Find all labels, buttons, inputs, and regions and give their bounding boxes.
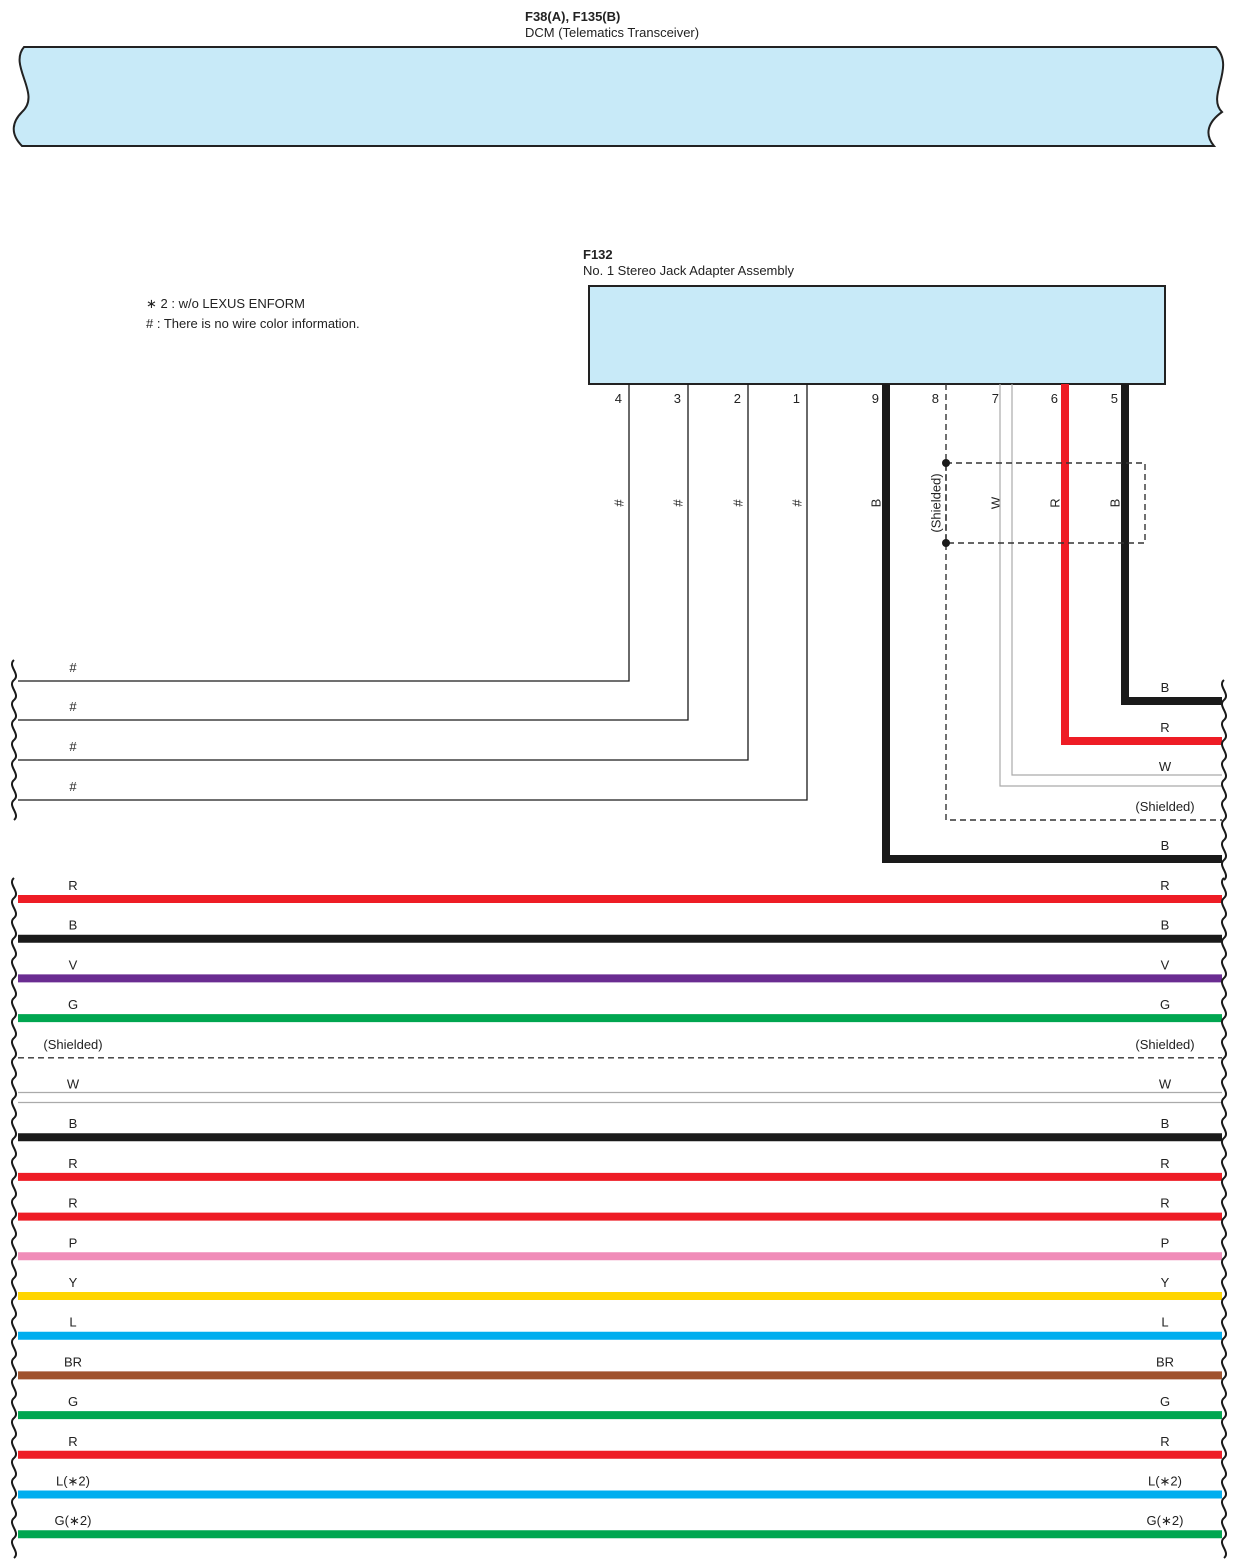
wire-line bbox=[18, 384, 689, 721]
wire-label: Y bbox=[1161, 1275, 1170, 1290]
wire-label: (Shielded) bbox=[43, 1037, 102, 1052]
wire-line bbox=[1061, 384, 1222, 745]
pin-wire-label: R bbox=[1048, 498, 1063, 507]
wire-label: G bbox=[68, 1394, 78, 1409]
wire-label: L bbox=[69, 1315, 76, 1330]
wire-label: R bbox=[1160, 1434, 1169, 1449]
wire-line bbox=[1121, 384, 1222, 705]
pin-group: 4 #3 #2 #1 #9B 8 (Shielded) 7W 6R 5B bbox=[612, 391, 1123, 533]
pin-number: 9 bbox=[872, 391, 879, 406]
wire-label: R bbox=[1160, 720, 1169, 735]
pin-number: 6 bbox=[1051, 391, 1058, 406]
wire-label: R bbox=[1160, 1156, 1169, 1171]
wire-label: W bbox=[67, 1077, 80, 1092]
wire-line bbox=[18, 384, 630, 682]
shield-line bbox=[945, 384, 1222, 821]
wire-line bbox=[882, 384, 1222, 863]
wire-label: B bbox=[1161, 1116, 1170, 1131]
shield-junction-dot bbox=[942, 459, 950, 467]
wire-label: (Shielded) bbox=[1135, 1037, 1194, 1052]
legend-note-hash: # : There is no wire color information. bbox=[146, 316, 360, 331]
wire-label: G bbox=[1160, 997, 1170, 1012]
f132-connector-body bbox=[588, 285, 1166, 385]
pin-number: 3 bbox=[674, 391, 681, 406]
pin-wire-label: B bbox=[1108, 499, 1123, 508]
wire-label: BR bbox=[64, 1354, 82, 1369]
break-mark bbox=[1221, 877, 1227, 1559]
pin-number: 2 bbox=[734, 391, 741, 406]
pin-number: 4 bbox=[615, 391, 622, 406]
wire-label: L(∗2) bbox=[1148, 1474, 1182, 1489]
f132-connector-code: F132 bbox=[583, 247, 613, 262]
wire-label: W bbox=[1159, 1077, 1172, 1092]
shield-label: (Shielded) bbox=[929, 473, 944, 532]
break-mark bbox=[11, 877, 17, 1559]
break-mark bbox=[11, 659, 17, 821]
wire-label: B bbox=[1161, 680, 1170, 695]
wire-label: V bbox=[1161, 957, 1170, 972]
wire-line bbox=[18, 384, 749, 761]
pin-number: 7 bbox=[992, 391, 999, 406]
shield-junction-dot bbox=[942, 539, 950, 547]
wire-label: # bbox=[69, 779, 77, 794]
wire-line bbox=[999, 384, 1222, 787]
wire-label: R bbox=[68, 1196, 77, 1211]
wire-label: L bbox=[1161, 1315, 1168, 1330]
wire-label: G(∗2) bbox=[55, 1513, 92, 1528]
wire-label: B bbox=[69, 918, 78, 933]
pin-wire-label: # bbox=[790, 499, 805, 507]
right-wire-group: B R W (Shielded) B bbox=[882, 384, 1222, 863]
wire-label: B bbox=[1161, 918, 1170, 933]
wire-label: R bbox=[68, 1434, 77, 1449]
legend-note-star2: ∗ 2 : w/o LEXUS ENFORM bbox=[146, 296, 305, 311]
pin-wire-label: # bbox=[612, 499, 627, 507]
wire-label: G bbox=[68, 997, 78, 1012]
wire-label: G(∗2) bbox=[1147, 1513, 1184, 1528]
wire-label: P bbox=[1161, 1235, 1170, 1250]
pin-number: 1 bbox=[793, 391, 800, 406]
wire-label: B bbox=[69, 1116, 78, 1131]
wire-label: # bbox=[69, 660, 77, 675]
wire-label: (Shielded) bbox=[1135, 799, 1194, 814]
pin-number: 8 bbox=[932, 391, 939, 406]
dcm-connector-name: DCM (Telematics Transceiver) bbox=[525, 25, 699, 40]
left-wire-group: # # # # bbox=[18, 384, 808, 801]
wire-line bbox=[1011, 384, 1222, 776]
wire-label: # bbox=[69, 699, 77, 714]
dcm-connector-body bbox=[12, 46, 1225, 147]
pin-wire-label: # bbox=[731, 499, 746, 507]
pin-wire-label: # bbox=[671, 499, 686, 507]
wire-line bbox=[18, 384, 808, 801]
wire-label: R bbox=[68, 878, 77, 893]
wire-label: R bbox=[68, 1156, 77, 1171]
wire-label: V bbox=[69, 957, 78, 972]
wire-label: R bbox=[1160, 1196, 1169, 1211]
wire-label: W bbox=[1159, 759, 1172, 774]
wire-label: B bbox=[1161, 838, 1170, 853]
dcm-connector-code: F38(A), F135(B) bbox=[525, 9, 620, 24]
wire-label: L(∗2) bbox=[56, 1474, 90, 1489]
f132-connector-name: No. 1 Stereo Jack Adapter Assembly bbox=[583, 263, 794, 278]
break-mark-group bbox=[11, 659, 1227, 1559]
pin-wire-label: W bbox=[989, 496, 1004, 509]
pin-wire-label: B bbox=[869, 499, 884, 508]
break-mark bbox=[1221, 679, 1227, 881]
wire-label: Y bbox=[69, 1275, 78, 1290]
wire-label: BR bbox=[1156, 1354, 1174, 1369]
wire-label: R bbox=[1160, 878, 1169, 893]
wire-label: # bbox=[69, 739, 77, 754]
pin-number: 5 bbox=[1111, 391, 1118, 406]
wire-label: P bbox=[69, 1235, 78, 1250]
wire-label: G bbox=[1160, 1394, 1170, 1409]
